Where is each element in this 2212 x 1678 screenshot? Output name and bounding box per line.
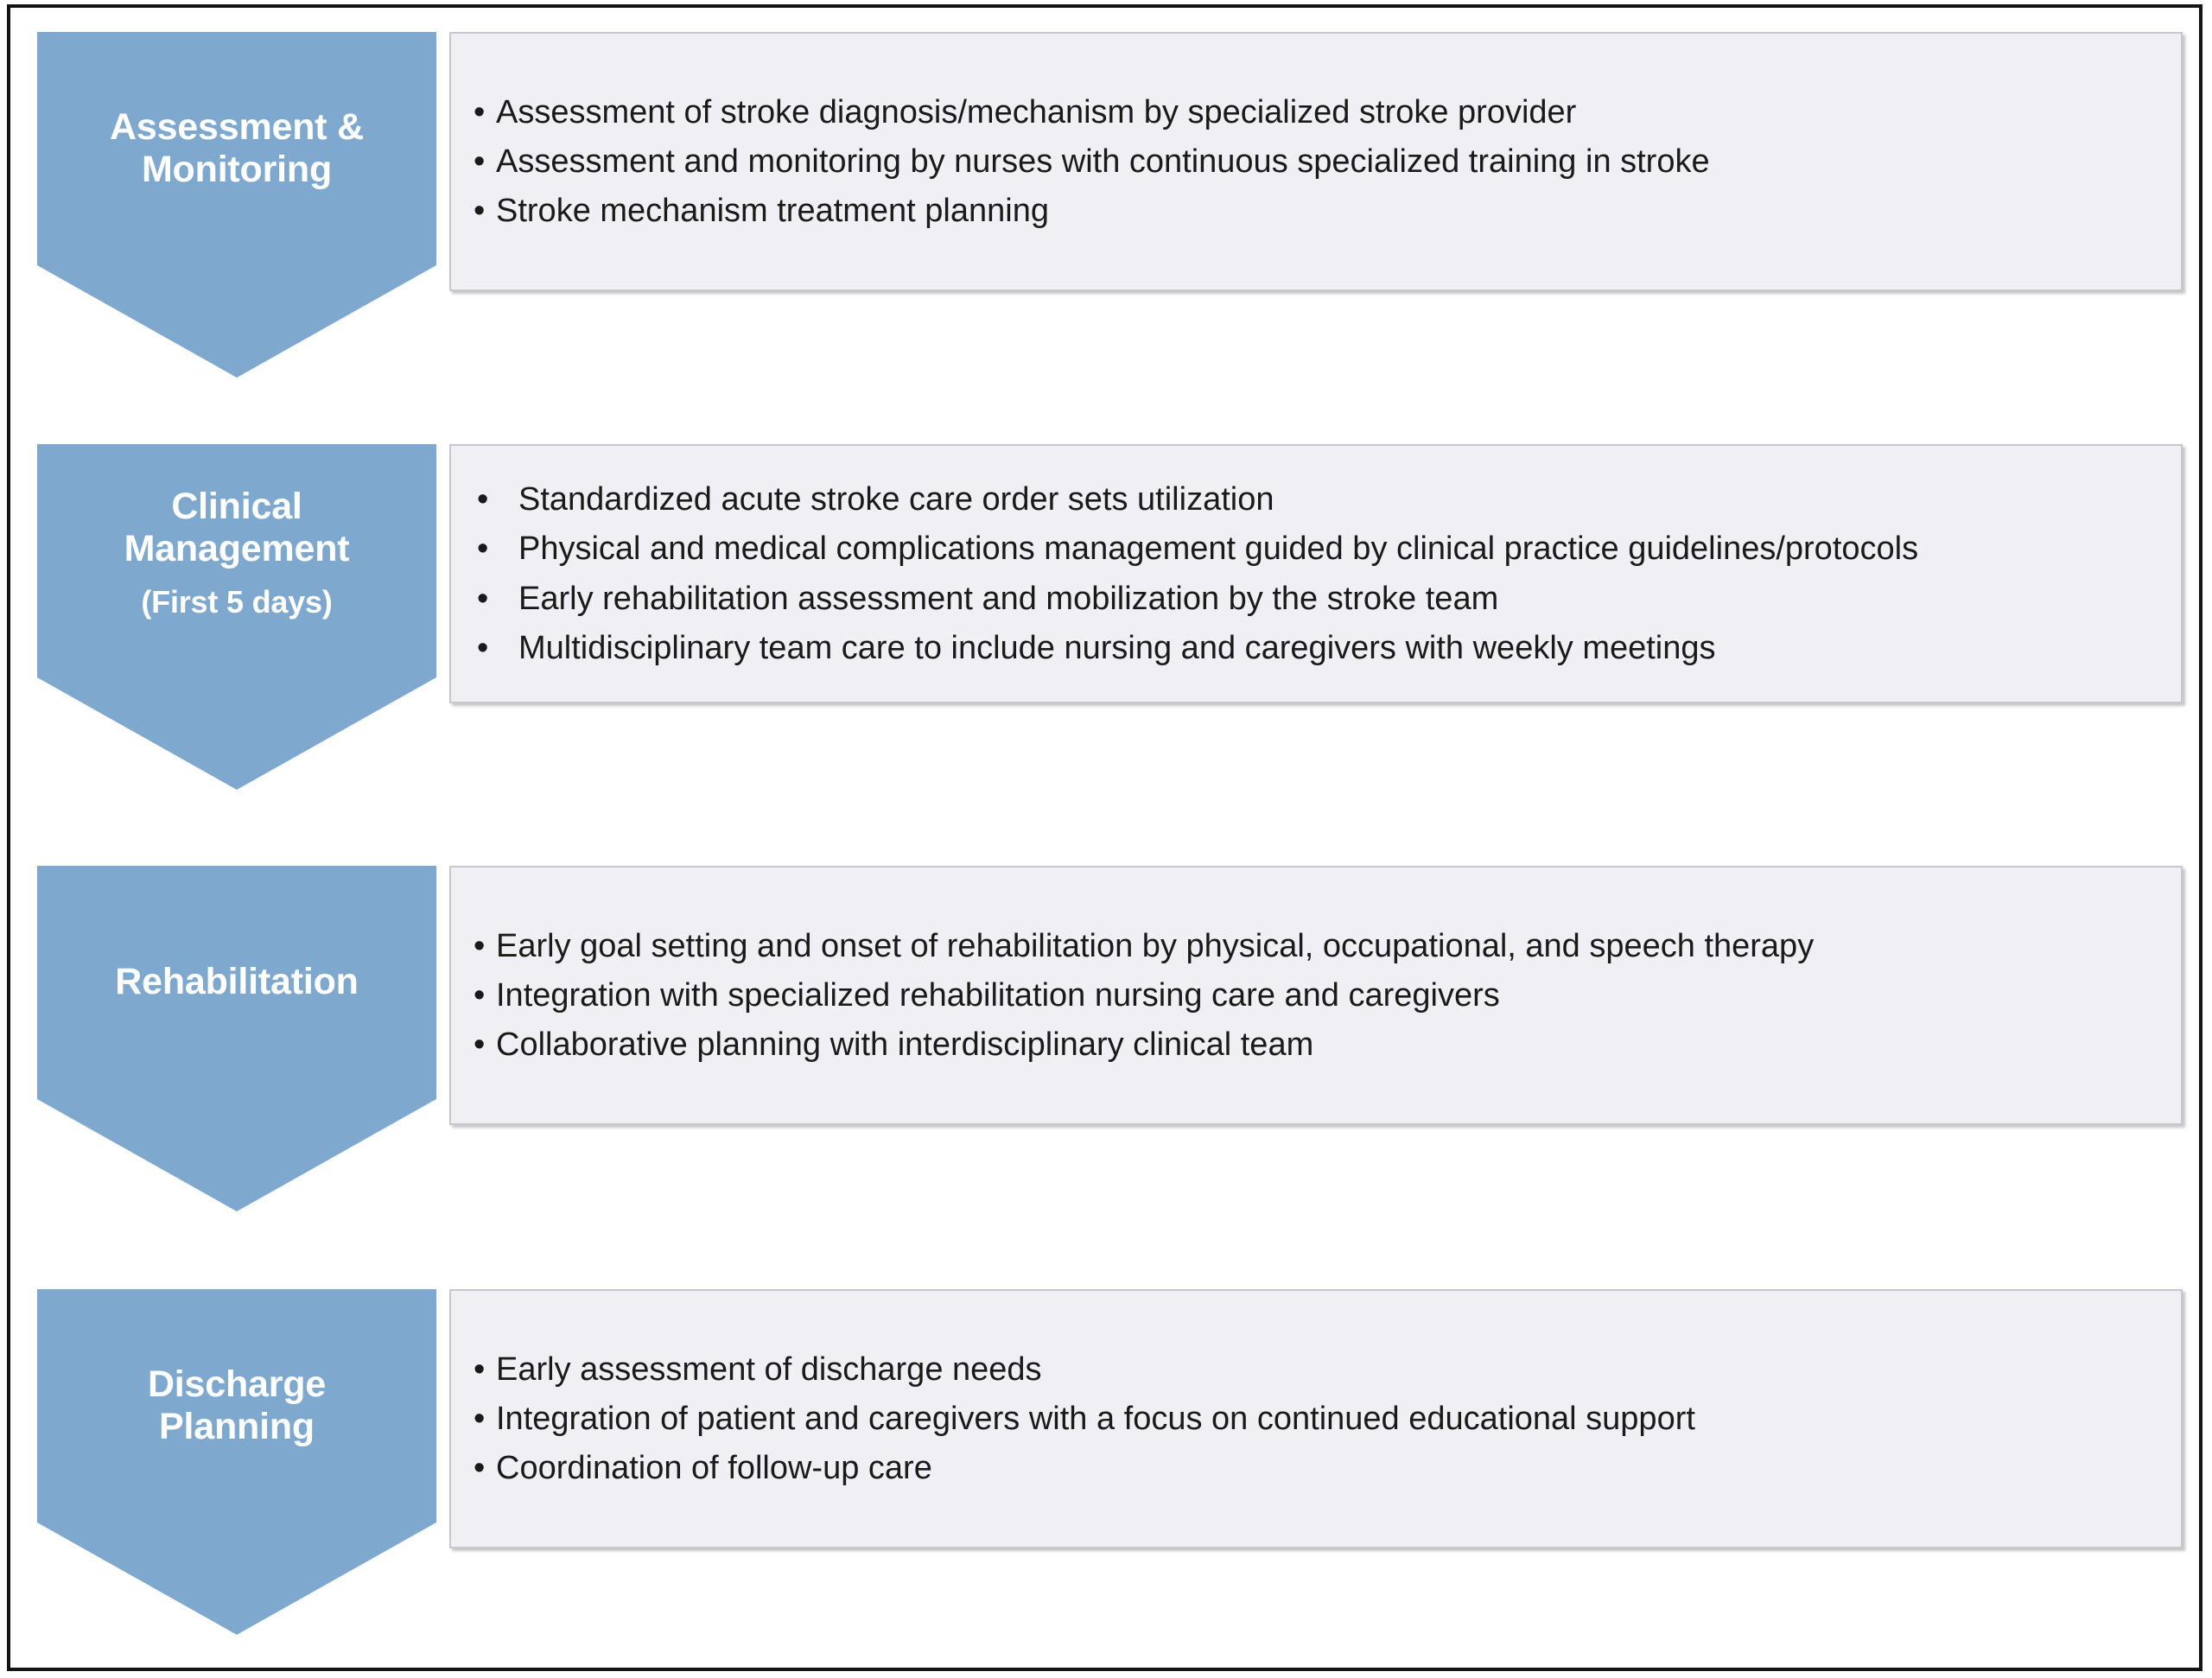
list-item-text: Integration with specialized rehabilitat… xyxy=(496,976,1500,1014)
bullet-icon: • xyxy=(474,976,486,1014)
stage-subtitle: (First 5 days) xyxy=(141,584,333,620)
stage-title-line2: Planning xyxy=(159,1406,315,1448)
list-item-text: Early assessment of discharge needs xyxy=(496,1351,1042,1388)
stage-chevron-clinical-management: Clinical Management (First 5 days) xyxy=(37,444,436,790)
bullet-icon: • xyxy=(474,1400,486,1437)
stage-title-line2: Management xyxy=(124,528,350,570)
stage-label-text-assessment-monitoring: Assessment & Monitoring xyxy=(37,106,436,191)
bullet-list: • Assessment of stroke diagnosis/mechanis… xyxy=(451,90,2181,233)
list-item: • Assessment and monitoring by nurses wit… xyxy=(470,139,2157,184)
list-item: • Standardized acute stroke care order se… xyxy=(470,477,2157,522)
list-item-text: Coordination of follow-up care xyxy=(496,1450,932,1487)
bullet-icon: • xyxy=(474,93,486,130)
stage-content-panel-clinical-management: • Standardized acute stroke care order se… xyxy=(449,444,2183,703)
list-item-text: Assessment and monitoring by nurses with… xyxy=(496,143,1710,180)
bullet-icon: • xyxy=(474,1027,486,1064)
stage-title-line2: Monitoring xyxy=(141,149,333,191)
list-item: • Collaborative planning with interdiscip… xyxy=(470,1022,2157,1067)
pathway-stage-list: Assessment & Monitoring • Assessment of s… xyxy=(10,8,2199,1668)
stage-chevron-assessment-monitoring: Assessment & Monitoring xyxy=(37,32,436,378)
list-item-text: Early rehabilitation assessment and mobi… xyxy=(518,580,1499,617)
list-item-text: Collaborative planning with interdiscipl… xyxy=(496,1027,1314,1064)
bullet-icon: • xyxy=(474,1450,486,1487)
bullet-list: • Standardized acute stroke care order se… xyxy=(451,477,2181,670)
bullet-icon: • xyxy=(477,531,489,568)
stage-title-line1: Clinical xyxy=(171,486,302,527)
bullet-icon: • xyxy=(474,193,486,230)
stage-content-panel-assessment-monitoring: • Assessment of stroke diagnosis/mechanis… xyxy=(449,32,2183,291)
list-item: • Integration of patient and caregivers w… xyxy=(470,1396,2157,1441)
list-item-text: Early goal setting and onset of rehabili… xyxy=(496,927,1815,964)
figure-frame: Assessment & Monitoring • Assessment of s… xyxy=(7,4,2202,1671)
list-item-text: Stroke mechanism treatment planning xyxy=(496,193,1049,230)
bullet-list: • Early assessment of discharge needs • In… xyxy=(451,1347,2181,1490)
list-item-text: Standardized acute stroke care order set… xyxy=(518,481,1274,518)
list-item: • Early rehabilitation assessment and mob… xyxy=(470,576,2157,621)
list-item: • Physical and medical complications mana… xyxy=(470,526,2157,571)
bullet-icon: • xyxy=(477,629,489,666)
list-item-text: Integration of patient and caregivers wi… xyxy=(496,1400,1695,1437)
stage-content-panel-rehabilitation: • Early goal setting and onset of rehabil… xyxy=(449,866,2183,1125)
list-item-text: Assessment of stroke diagnosis/mechanism… xyxy=(496,93,1577,130)
stage-label-text-clinical-management: Clinical Management (First 5 days) xyxy=(37,486,436,620)
stage-chevron-rehabilitation: Rehabilitation xyxy=(37,866,436,1211)
bullet-icon: • xyxy=(477,481,489,518)
stage-content-panel-discharge-planning: • Early assessment of discharge needs • In… xyxy=(449,1289,2183,1548)
bullet-icon: • xyxy=(477,580,489,617)
list-item: • Integration with specialized rehabilita… xyxy=(470,973,2157,1018)
list-item: • Stroke mechanism treatment planning xyxy=(470,188,2157,233)
stage-chevron-discharge-planning: Discharge Planning xyxy=(37,1289,436,1635)
list-item-text: Physical and medical complications manag… xyxy=(518,531,1919,568)
list-item: • Assessment of stroke diagnosis/mechanis… xyxy=(470,90,2157,135)
list-item: • Multidisciplinary team care to include … xyxy=(470,626,2157,671)
bullet-icon: • xyxy=(474,143,486,180)
bullet-icon: • xyxy=(474,1351,486,1388)
stage-title-line1: Assessment & xyxy=(110,106,364,148)
stage-label-text-rehabilitation: Rehabilitation xyxy=(37,961,436,1003)
bullet-list: • Early goal setting and onset of rehabil… xyxy=(451,924,2181,1067)
list-item: • Early goal setting and onset of rehabil… xyxy=(470,924,2157,969)
list-item-text: Multidisciplinary team care to include n… xyxy=(518,629,1716,666)
list-item: • Coordination of follow-up care xyxy=(470,1446,2157,1490)
stage-title-line1: Discharge xyxy=(147,1363,327,1405)
stage-label-text-discharge-planning: Discharge Planning xyxy=(37,1363,436,1448)
bullet-icon: • xyxy=(474,927,486,964)
stage-title-line1: Rehabilitation xyxy=(115,961,359,1002)
list-item: • Early assessment of discharge needs xyxy=(470,1347,2157,1392)
